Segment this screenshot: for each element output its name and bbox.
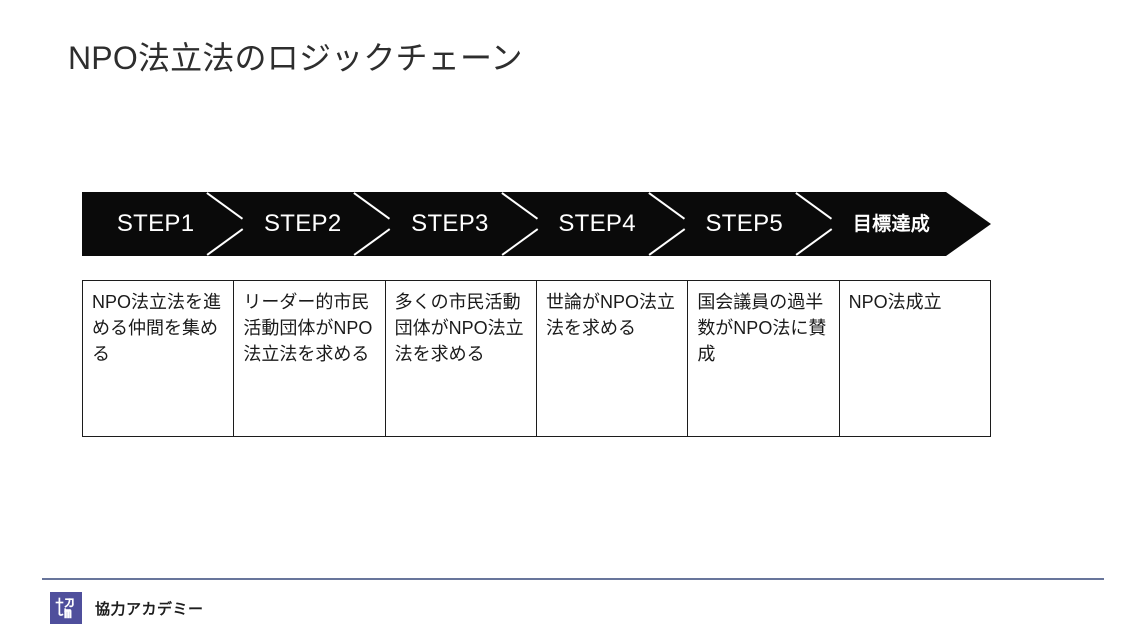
step-cell-3: 多くの市民活動団体がNPO法立法を求める: [384, 280, 537, 437]
footer-brand: 協力アカデミー: [50, 592, 204, 624]
step-cell-2: リーダー的市民活動団体がNPO法立法を求める: [233, 280, 386, 437]
chevron-step-5-label: STEP5: [705, 210, 784, 237]
chevron-step-4-label: STEP4: [558, 210, 636, 237]
chevron-step-3-label: STEP3: [411, 210, 489, 237]
step-description-table: NPO法立法を進める仲間を集める リーダー的市民活動団体がNPO法立法を求める …: [81, 280, 992, 437]
chevron-step-1-label: STEP1: [116, 210, 195, 237]
chevron-step-list: STEP1 STEP2 STEP3 STEP4 STEP5 目標達成: [82, 192, 991, 256]
footer-divider: [42, 578, 1104, 580]
process-chevron-banner: STEP1 STEP2 STEP3 STEP4 STEP5 目標達成: [82, 192, 991, 256]
chevron-step-2-label: STEP2: [263, 210, 342, 237]
brand-logo-icon: [50, 592, 82, 624]
chevron-step-4[interactable]: STEP4: [524, 192, 671, 256]
chevron-step-3[interactable]: STEP3: [376, 192, 523, 256]
chevron-step-1[interactable]: STEP1: [82, 192, 229, 256]
page-title: NPO法立法のロジックチェーン: [68, 40, 523, 76]
chevron-step-goal-label: 目標達成: [852, 213, 931, 235]
step-cell-4: 世論がNPO法立法を求める: [535, 280, 689, 437]
step-cell-5: 国会議員の過半数がNPO法に賛成: [687, 280, 840, 437]
table-row: NPO法立法を進める仲間を集める リーダー的市民活動団体がNPO法立法を求める …: [81, 280, 992, 437]
step-cell-1: NPO法立法を進める仲間を集める: [81, 280, 235, 437]
chevron-step-goal[interactable]: 目標達成: [818, 192, 991, 256]
step-cell-6: NPO法成立: [838, 280, 992, 437]
chevron-step-5[interactable]: STEP5: [671, 192, 818, 256]
brand-name-label: 協力アカデミー: [95, 600, 204, 618]
chevron-step-2[interactable]: STEP2: [229, 192, 376, 256]
